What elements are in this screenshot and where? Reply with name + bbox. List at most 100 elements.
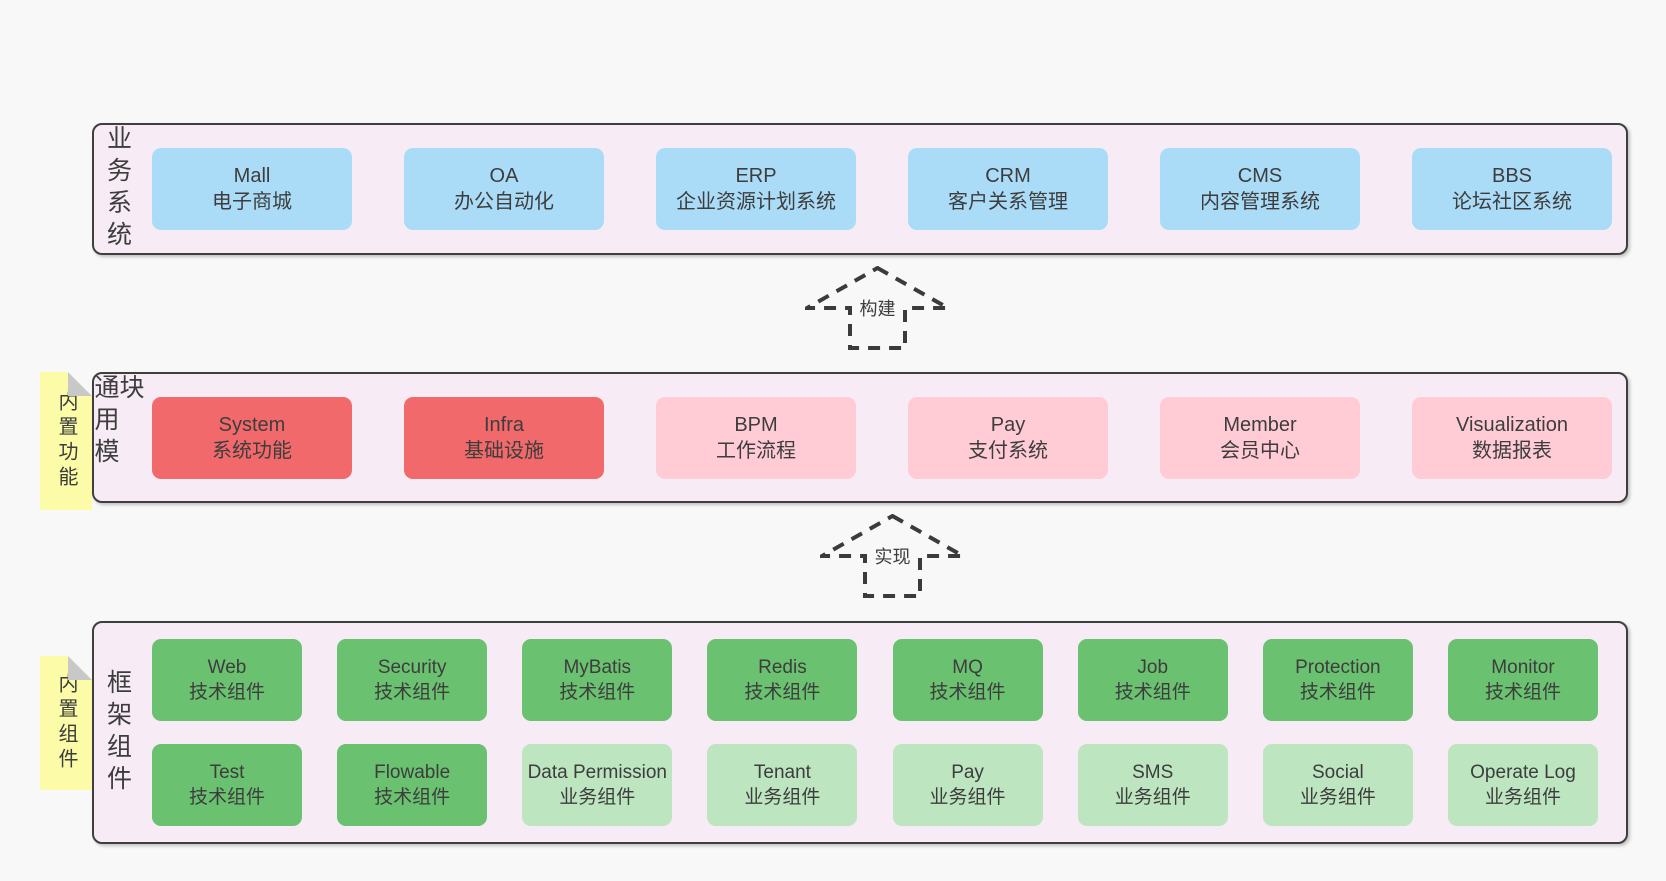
box-subtitle: 业务组件 (559, 787, 636, 808)
box-title: Monitor (1491, 657, 1555, 678)
box-web: Web 技术组件 (152, 639, 302, 721)
box-title: Protection (1295, 657, 1381, 678)
box-subtitle: 数据报表 (1472, 439, 1552, 462)
box-subtitle: 系统功能 (212, 439, 292, 462)
box-social: Social 业务组件 (1262, 744, 1413, 826)
up-arrow-icon (820, 514, 965, 598)
box-title: CRM (985, 165, 1031, 187)
box-cms: CMS 内容管理系统 (1160, 148, 1360, 230)
box-subtitle: 办公自动化 (454, 191, 554, 213)
box-subtitle: 技术组件 (559, 682, 636, 703)
folded-corner-icon (68, 372, 92, 396)
box-title: SMS (1132, 762, 1174, 783)
box-subtitle: 业务组件 (1484, 787, 1561, 808)
module-boxes: System 系统功能 Infra 基础设施 BPM 工作流程 Pay 支付系统… (140, 374, 1626, 501)
folded-corner-icon (68, 656, 92, 680)
box-sms: SMS 业务组件 (1077, 744, 1228, 826)
band-components-label: 框架组件 (103, 668, 132, 797)
box-redis: Redis 技术组件 (707, 639, 858, 721)
box-subtitle: 技术组件 (188, 682, 265, 703)
box-title: Pay (990, 413, 1026, 436)
box-subtitle: 业务组件 (929, 787, 1006, 808)
box-monitor: Monitor 技术组件 (1447, 639, 1598, 721)
box-subtitle: 技术组件 (929, 682, 1006, 703)
box-subtitle: 工作流程 (716, 439, 796, 462)
box-title: Web (207, 657, 247, 678)
box-title: Test (209, 762, 245, 783)
band-modules-label: 通用模块 (91, 374, 144, 470)
box-security: Security 技术组件 (337, 639, 488, 721)
up-arrow-icon (805, 266, 950, 350)
box-title: Security (377, 657, 447, 678)
box-title: Mall (233, 165, 271, 187)
component-boxes: Web 技术组件 Security 技术组件 MyBatis 技术组件 Redi… (140, 623, 1626, 842)
box-subtitle: 论坛社区系统 (1452, 191, 1572, 213)
band-business-systems: 业务系统 Mall 电子商城 OA 办公自动化 ERP 企业资源计划系统 CRM… (92, 123, 1628, 255)
box-protection: Protection 技术组件 (1262, 639, 1413, 721)
box-subtitle: 客户关系管理 (948, 191, 1068, 213)
box-mq: MQ 技术组件 (892, 639, 1043, 721)
box-oa: OA 办公自动化 (404, 148, 604, 230)
box-subtitle: 会员中心 (1220, 439, 1300, 462)
box-erp: ERP 企业资源计划系统 (656, 148, 856, 230)
box-title: MQ (952, 657, 983, 678)
box-title: ERP (735, 165, 777, 187)
box-job: Job 技术组件 (1077, 639, 1228, 721)
band-framework-components: 框架组件 Web 技术组件 Security 技术组件 MyBatis 技术组件… (92, 621, 1628, 844)
box-title: Visualization (1456, 413, 1568, 436)
box-title: Flowable (374, 762, 451, 783)
box-subtitle: 业务组件 (1299, 787, 1376, 808)
box-title: Member (1223, 413, 1297, 436)
box-title: System (218, 413, 286, 436)
business-boxes: Mall 电子商城 OA 办公自动化 ERP 企业资源计划系统 CRM 客户关系… (140, 125, 1626, 253)
box-subtitle: 技术组件 (188, 787, 265, 808)
build-arrow: 构建 (805, 266, 950, 350)
box-title: OA (489, 165, 519, 187)
box-title: BBS (1491, 165, 1533, 187)
box-mybatis: MyBatis 技术组件 (522, 639, 673, 721)
box-visualization: Visualization 数据报表 (1412, 396, 1612, 479)
box-title: BPM (734, 413, 778, 436)
box-mall: Mall 电子商城 (152, 148, 352, 230)
box-title: Job (1137, 657, 1169, 678)
box-subtitle: 内容管理系统 (1200, 191, 1320, 213)
box-flowable: Flowable 技术组件 (337, 744, 488, 826)
box-subtitle: 技术组件 (744, 682, 821, 703)
box-subtitle: 技术组件 (1114, 682, 1191, 703)
box-crm: CRM 客户关系管理 (908, 148, 1108, 230)
box-title: Pay (951, 762, 984, 783)
box-bpm: BPM 工作流程 (656, 396, 856, 479)
box-pay-component: Pay 业务组件 (892, 744, 1043, 826)
box-title: Social (1311, 762, 1364, 783)
box-title: Operate Log (1470, 762, 1576, 783)
box-title: Tenant (753, 762, 811, 783)
box-subtitle: 支付系统 (968, 439, 1048, 462)
box-subtitle: 技术组件 (1299, 682, 1376, 703)
band-common-modules: 通用模块 System 系统功能 Infra 基础设施 BPM 工作流程 Pay… (91, 372, 1628, 503)
box-subtitle: 技术组件 (374, 682, 451, 703)
implement-arrow-label: 实现 (870, 543, 915, 569)
implement-arrow: 实现 (820, 514, 965, 598)
box-system: System 系统功能 (152, 396, 352, 479)
box-subtitle: 技术组件 (1484, 682, 1561, 703)
box-test: Test 技术组件 (152, 744, 302, 826)
box-title: Redis (758, 657, 807, 678)
box-data-permission: Data Permission 业务组件 (522, 744, 673, 826)
box-bbs: BBS 论坛社区系统 (1412, 148, 1612, 230)
box-title: Infra (483, 413, 525, 436)
build-arrow-label: 构建 (855, 295, 900, 321)
box-pay: Pay 支付系统 (908, 396, 1108, 479)
box-subtitle: 电子商城 (212, 191, 292, 213)
box-title: Data Permission (527, 762, 667, 783)
box-subtitle: 业务组件 (1114, 787, 1191, 808)
sticky-note-built-in-functions: 内置功能 (40, 372, 92, 510)
sticky-note-built-in-components: 内置组件 (40, 656, 92, 790)
box-infra: Infra 基础设施 (404, 396, 604, 479)
box-operate-log: Operate Log 业务组件 (1447, 744, 1598, 826)
band-business-label: 业务系统 (103, 125, 132, 253)
box-subtitle: 企业资源计划系统 (676, 191, 836, 213)
box-subtitle: 业务组件 (744, 787, 821, 808)
box-member: Member 会员中心 (1160, 396, 1360, 479)
box-title: MyBatis (563, 657, 632, 678)
